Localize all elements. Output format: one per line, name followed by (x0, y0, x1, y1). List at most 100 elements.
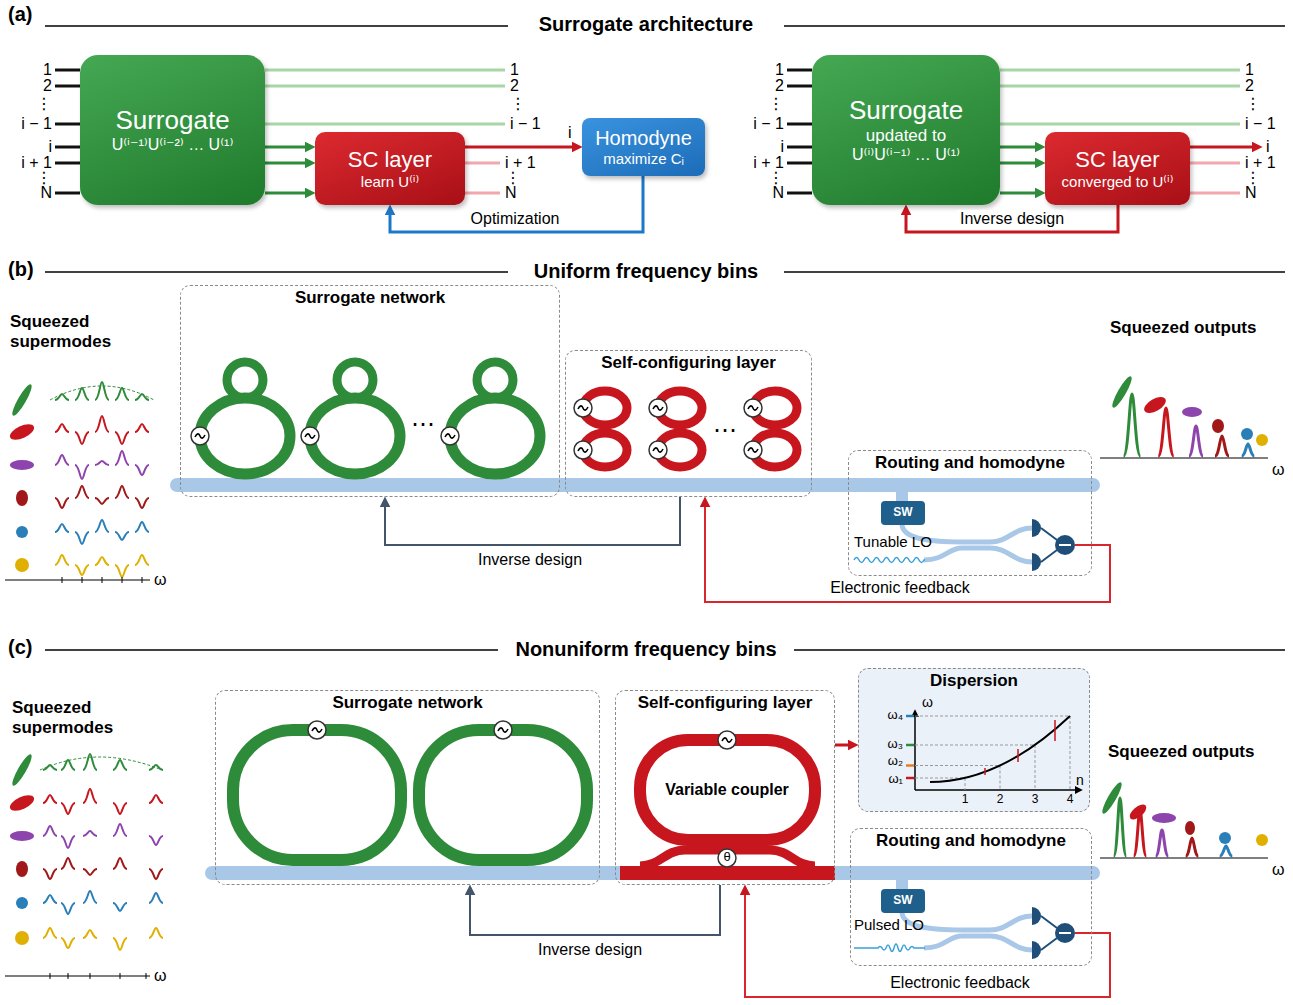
homodyne-optics (1059, 544, 1071, 546)
dispersion-plot (915, 789, 1078, 791)
supermode-illustration (43, 754, 163, 770)
supermode-illustration (83, 789, 97, 803)
supermode-illustration (55, 416, 149, 444)
supermode-illustration (43, 765, 57, 770)
label-text: Nonuniform frequency bins (515, 638, 776, 661)
label-text: i − 1 (753, 115, 784, 133)
supermode-illustration (5, 382, 154, 583)
supermode-illustration (135, 498, 149, 508)
dispersion-plot (906, 777, 914, 780)
input-port-line (787, 85, 812, 88)
passed-mode-line (1000, 85, 1240, 88)
input-port-line (55, 69, 80, 72)
supermode-illustration (5, 975, 150, 976)
dispersion-plot (915, 778, 965, 779)
supermode-illustration (142, 577, 143, 583)
supermode-illustration (113, 938, 127, 950)
supermode-illustration (75, 565, 89, 575)
label-text: 1 (1245, 61, 1254, 79)
surrogate-box: Surrogateupdated toU⁽ⁱ⁾U⁽ⁱ⁻¹⁾ … U⁽¹⁾ (812, 55, 1000, 205)
green-ring-resonator (200, 398, 290, 474)
input-port-line (55, 192, 80, 195)
node-title: Dispersion (930, 671, 1018, 691)
supermode-illustration (61, 836, 75, 848)
label-text: 3 (1032, 793, 1039, 807)
homodyne-optics (1032, 553, 1041, 571)
supermode-illustration (43, 895, 57, 903)
supermode-illustration (122, 577, 123, 583)
supermode-illustration (95, 382, 109, 400)
supermode-illustration (113, 760, 127, 770)
dispersion-plot (906, 715, 914, 718)
connector-arrow (385, 497, 680, 545)
node-title: Surrogate (115, 106, 229, 136)
squeezed-output-illustration (1156, 830, 1169, 856)
supermode-illustration (15, 558, 29, 572)
squeezed-output-illustration (1215, 436, 1229, 456)
waveguide (170, 478, 1100, 492)
supermode-illustration (83, 754, 97, 770)
supermode-illustration (61, 803, 75, 814)
dispersion-plot (914, 714, 916, 790)
supermode-illustration (43, 824, 163, 848)
green-racetrack-resonator (419, 730, 587, 860)
green-ring-resonator (200, 362, 540, 474)
heading-rule (784, 25, 1285, 27)
output-arrow (1190, 146, 1256, 149)
homodyne-box: Homodynemaximize Cᵢ (582, 118, 705, 176)
phase-shifter (308, 721, 736, 749)
squeezed-output-illustration (1134, 810, 1147, 856)
label-text: Squeezed outputs (1108, 742, 1254, 762)
red-racetrack-resonator (640, 740, 815, 866)
node-text: learn U⁽ⁱ⁾ (361, 173, 419, 190)
dispersion-plot (965, 778, 966, 790)
squeezed-output-illustration (1219, 832, 1231, 844)
label-text: ω₃ (888, 737, 903, 752)
label-text: 2 (510, 77, 519, 95)
phase-shifter (308, 721, 326, 739)
label-text: 1 (43, 61, 52, 79)
coupler-phase (718, 849, 736, 867)
homodyne-optics (924, 548, 1032, 562)
connector-arrow (465, 146, 576, 149)
label-text: Squeezed outputs (1110, 318, 1256, 338)
squeezed-output-illustration (1152, 813, 1176, 823)
supermode-illustration (83, 831, 97, 836)
dispersion-plot (915, 745, 1035, 746)
connector-arrow (835, 744, 852, 747)
homodyne-optics (1075, 544, 1092, 546)
supermode-illustration (16, 490, 28, 506)
supermode-illustration (149, 928, 163, 938)
label-text: i (48, 138, 52, 156)
input-port-line (55, 162, 80, 165)
group-frame: Self-configuring layer (565, 350, 812, 497)
heading-rule (794, 649, 1285, 651)
label-text: 2 (997, 793, 1004, 807)
label-text: ⋮ (510, 95, 526, 113)
phase-shifter (649, 441, 667, 459)
squeezed-output-illustration (1186, 838, 1199, 856)
squeezed-output-illustration (1182, 407, 1202, 417)
supermode-illustration (149, 893, 163, 903)
node-title: Self-configuring layer (601, 353, 776, 373)
connector-arrow (705, 503, 1110, 602)
supermode-illustration (75, 532, 89, 544)
green-ring-resonator (450, 398, 540, 474)
node-text: updated to (866, 126, 946, 146)
label-text: 4 (1067, 793, 1074, 807)
input-port-line (55, 85, 80, 88)
heading-rule (45, 25, 508, 27)
dispersion-plot (906, 716, 914, 778)
phase-shifter (191, 427, 209, 445)
label-text: Surrogate architecture (539, 13, 754, 36)
squeezed-output-illustration (1100, 457, 1268, 458)
dispersion-plot (985, 720, 1055, 775)
edge-label: Inverse design (957, 210, 1067, 228)
group-frame: Routing and homodyneSW (848, 450, 1092, 576)
connector-arrow (265, 146, 309, 149)
supermode-illustration (95, 416, 109, 432)
supermode-illustration (62, 577, 142, 583)
squeezed-output-illustration (1124, 394, 1141, 456)
squeezed-output-illustration (1242, 444, 1255, 456)
dispersion-plot (858, 668, 1090, 812)
